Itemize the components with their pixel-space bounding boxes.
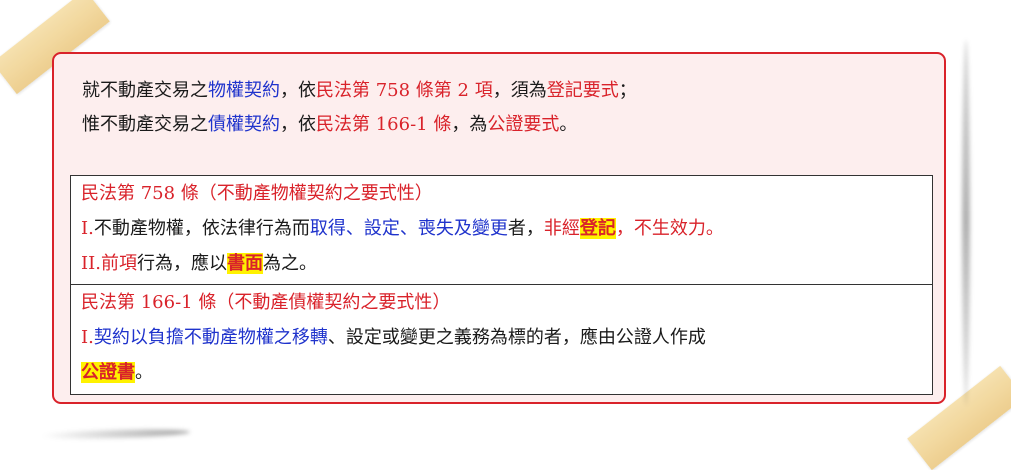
- article-758-p1-a: 不動產物權，依法律行為而: [93, 218, 310, 239]
- article-758-section: 民法第 758 條（不動產物權契約之要式性） I.不動產物權，依法律行為而取得、…: [71, 176, 932, 284]
- intro-1-g: ；: [618, 80, 637, 101]
- article-758-p1-effect: ，不生效力。: [615, 218, 724, 239]
- article-758-p2-b: 行為，應以: [136, 253, 227, 274]
- statute-box: 民法第 758 條（不動產物權契約之要式性） I.不動產物權，依法律行為而取得、…: [70, 175, 933, 395]
- intro-2-a: 惟不動產交易之: [82, 114, 208, 135]
- page-curl-shadow-bottom: [39, 428, 191, 440]
- highlight-written-form: 書面: [226, 253, 263, 274]
- intro-2-c: ，依: [280, 114, 316, 135]
- intro-2-keyword-obligation-contract: 債權契約: [208, 114, 280, 135]
- intro-2-article-ref: 民法第 166-1 條: [316, 114, 452, 135]
- intro-2-requirement: 公證要式: [487, 114, 560, 135]
- article-166-1-section: 民法第 166-1 條（不動產債權契約之要式性） I.契約以負擔不動產物權之移轉…: [71, 284, 932, 395]
- intro-text: 就不動產交易之物權契約，依民法第 758 條第 2 項，須為登記要式； 惟不動產…: [82, 74, 637, 142]
- intro-1-article-ref: 民法第 758 條第 2 項: [316, 80, 493, 101]
- para-number: II.: [81, 253, 101, 274]
- article-758-p1-c: 者，: [507, 218, 544, 239]
- article-758-para-1: I.不動產物權，依法律行為而取得、設定、喪失及變更者，非經登記，不生效力。: [81, 211, 922, 246]
- intro-1-e: ，須為: [492, 80, 547, 101]
- page-curl-shadow-right: [962, 40, 970, 405]
- intro-2-e: ，為: [451, 114, 488, 135]
- article-166-1-p1-a: 契約以負擔不動產物權之移轉: [93, 327, 328, 348]
- article-166-1-title: 民法第 166-1 條（不動產債權契約之要式性）: [81, 292, 451, 313]
- para-number: I.: [81, 327, 94, 348]
- note-card: 就不動產交易之物權契約，依民法第 758 條第 2 項，須為登記要式； 惟不動產…: [52, 52, 946, 404]
- article-758-p1-condition: 非經: [543, 218, 580, 239]
- article-166-1-para-1-line-1: I.契約以負擔不動產物權之移轉、設定或變更之義務為標的者，應由公證人作成: [81, 320, 922, 355]
- article-758-para-2: II.前項行為，應以書面為之。: [81, 246, 922, 281]
- article-758-p1-acts: 取得、設定、喪失及變更: [309, 218, 508, 239]
- article-166-1-para-1-line-2: 公證書。: [81, 355, 922, 390]
- intro-2-g: 。: [559, 114, 578, 135]
- article-758-p2-a: 前項: [100, 253, 137, 274]
- article-758-title: 民法第 758 條（不動產物權契約之要式性）: [81, 183, 433, 204]
- intro-1-a: 就不動產交易之: [82, 80, 208, 101]
- intro-line-1: 就不動產交易之物權契約，依民法第 758 條第 2 項，須為登記要式；: [82, 74, 637, 108]
- intro-1-keyword-property-contract: 物權契約: [208, 80, 280, 101]
- highlight-notarial-deed: 公證書: [81, 362, 135, 383]
- highlight-registration: 登記: [579, 218, 616, 239]
- para-number: I.: [81, 218, 94, 239]
- article-758-p2-c: 為之。: [262, 253, 317, 274]
- intro-1-requirement: 登記要式: [546, 80, 619, 101]
- intro-line-2: 惟不動產交易之債權契約，依民法第 166-1 條，為公證要式。: [82, 108, 637, 142]
- article-166-1-p1-b: 、設定或變更之義務為標的者，應由公證人作成: [327, 327, 706, 348]
- article-166-1-p1-c: 。: [135, 362, 153, 383]
- intro-1-c: ，依: [280, 80, 316, 101]
